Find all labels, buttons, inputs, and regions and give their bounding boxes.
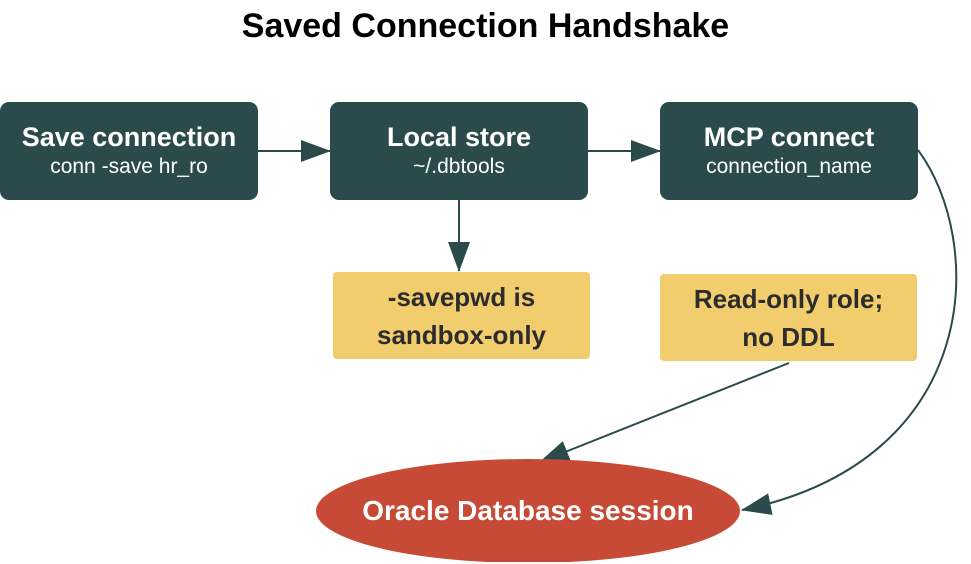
- diagram-title: Saved Connection Handshake: [241, 7, 730, 45]
- readonly-note-text: Read-only role; no DDL: [693, 283, 884, 352]
- local-store-node: Local store ~/.dbtools: [330, 102, 588, 200]
- savepwd-note: -savepwd is sandbox-only: [333, 272, 590, 359]
- local-store-path: ~/.dbtools: [413, 155, 505, 178]
- mcp-connect-param: connection_name: [706, 155, 872, 178]
- edge-readonly-to-session: [539, 362, 790, 463]
- save-connection-command: conn -save hr_ro: [50, 155, 208, 178]
- oracle-session-node: [316, 459, 740, 562]
- edge-mcp-to-session: [741, 149, 958, 515]
- save-connection-node: Save connection conn -save hr_ro: [0, 102, 258, 200]
- local-store-label: Local store: [386, 122, 532, 152]
- mcp-connect-node: MCP connect connection_name: [660, 102, 918, 200]
- save-connection-label: Save connection: [21, 122, 237, 152]
- readonly-note: Read-only role; no DDL: [660, 274, 917, 361]
- mcp-connect-label: MCP connect: [703, 122, 875, 152]
- savepwd-note-text: -savepwd is sandbox-only: [376, 281, 546, 350]
- oracle-session-label: Oracle Database session: [362, 495, 694, 526]
